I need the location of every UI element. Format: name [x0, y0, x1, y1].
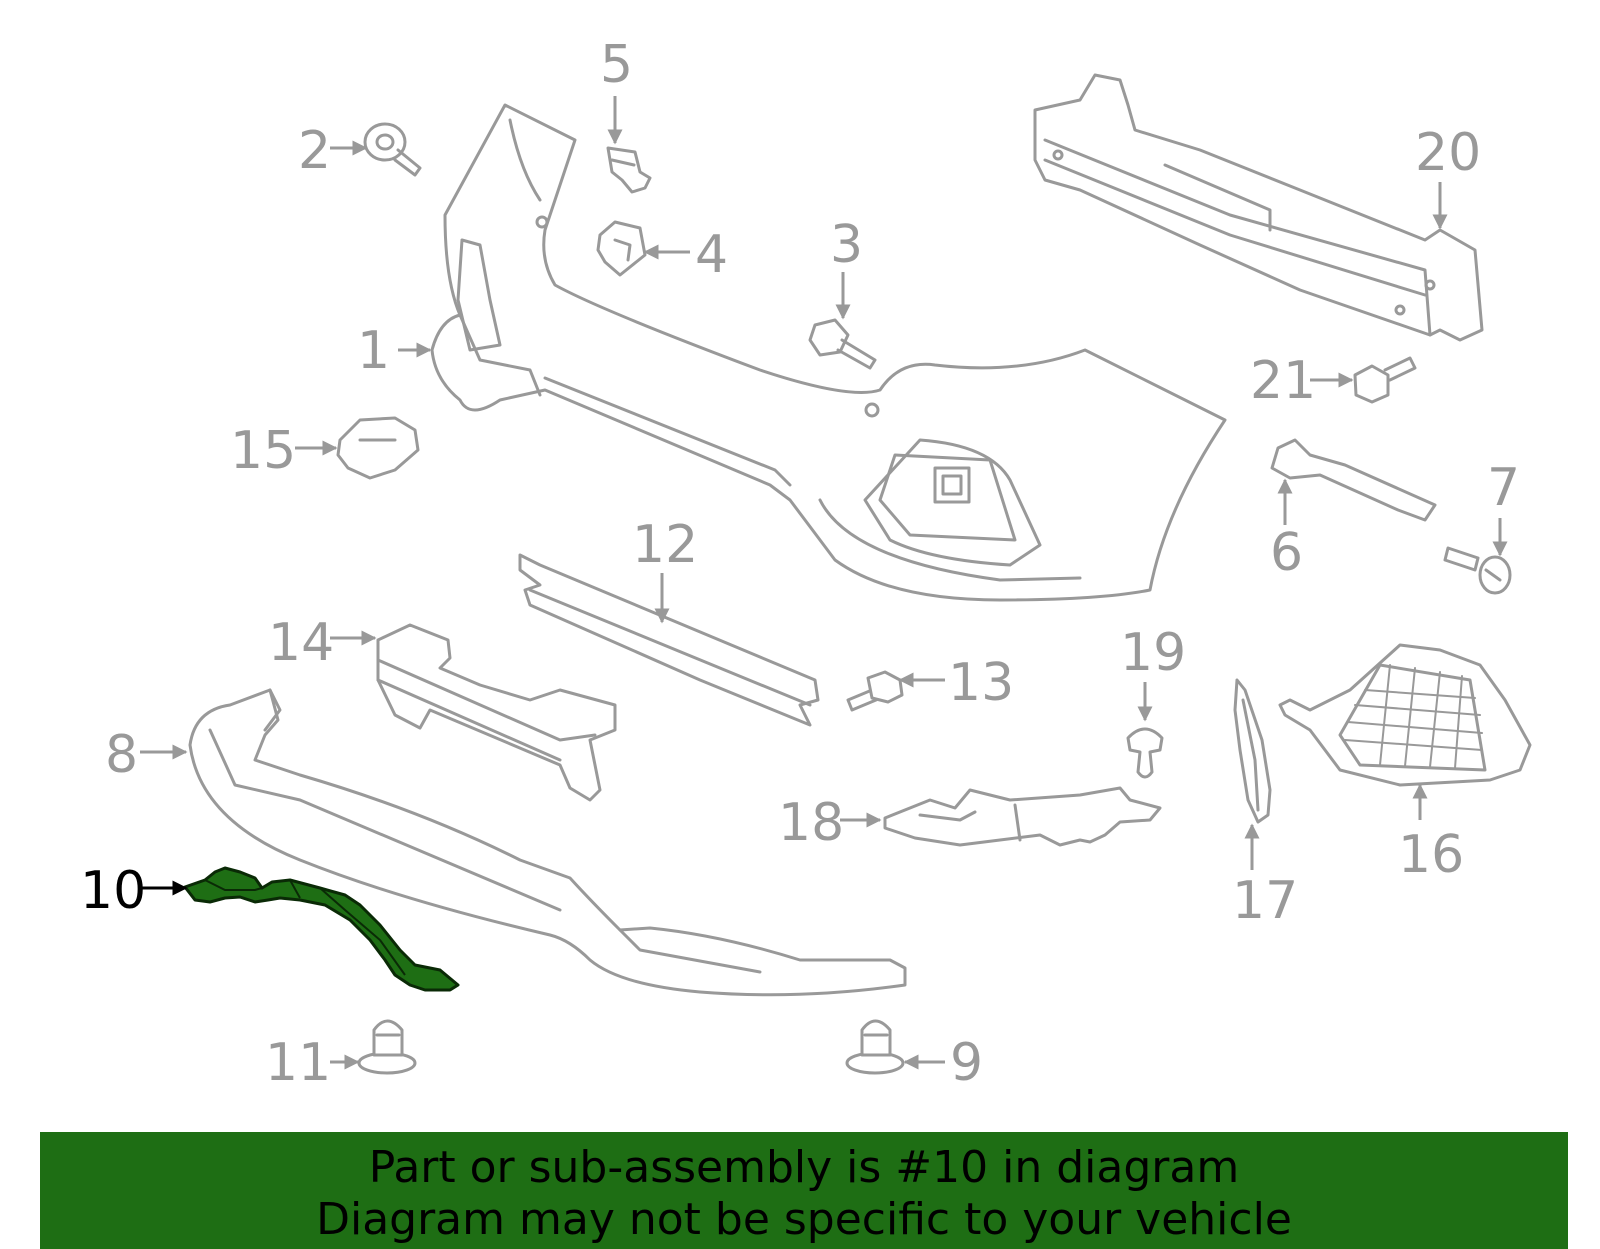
svg-text:4: 4 [695, 225, 728, 285]
part-13-bolt [846, 670, 904, 712]
part-14-bracket [376, 623, 617, 802]
svg-text:8: 8 [105, 725, 138, 785]
callout-15: 15 [230, 421, 338, 481]
callout-7: 7 [1487, 458, 1520, 557]
callout-19: 19 [1120, 623, 1186, 722]
svg-text:3: 3 [830, 215, 863, 275]
part-5-screw [606, 146, 652, 194]
callout-11: 11 [265, 1033, 360, 1093]
callout-10-highlighted: 10 [80, 861, 188, 921]
callout-17: 17 [1232, 823, 1298, 931]
callout-16: 16 [1398, 783, 1464, 885]
grille-mesh [1344, 664, 1483, 769]
part-2-grommet [363, 122, 422, 177]
callout-18: 18 [778, 793, 882, 853]
svg-text:1: 1 [357, 321, 390, 381]
svg-text:7: 7 [1487, 458, 1520, 518]
part-11-clip [357, 1019, 417, 1075]
svg-text:5: 5 [600, 35, 633, 95]
callout-5: 5 [600, 35, 633, 145]
callout-4: 4 [643, 225, 728, 285]
part-3-bolt [808, 318, 877, 370]
svg-text:6: 6 [1270, 523, 1303, 583]
part-18-bracket [883, 786, 1162, 847]
callout-20: 20 [1415, 123, 1481, 230]
svg-text:21: 21 [1250, 351, 1316, 411]
svg-text:13: 13 [948, 653, 1014, 713]
svg-text:10: 10 [80, 861, 146, 921]
info-banner: Part or sub-assembly is #10 in diagram D… [40, 1132, 1568, 1249]
part-17-trim-strip [1233, 678, 1272, 824]
svg-text:16: 16 [1398, 825, 1464, 885]
part-12-reinforcement-strip [518, 553, 820, 727]
callout-6: 6 [1270, 478, 1303, 583]
svg-text:2: 2 [298, 121, 331, 181]
part-21-bolt [1353, 356, 1417, 404]
part-20-reinforcement-beam [1033, 73, 1484, 342]
callout-12: 12 [632, 515, 698, 624]
svg-text:15: 15 [230, 421, 296, 481]
svg-text:20: 20 [1415, 123, 1481, 183]
svg-text:14: 14 [268, 613, 334, 673]
part-8-lower-valance [188, 688, 907, 997]
svg-text:9: 9 [950, 1033, 983, 1093]
callout-9: 9 [903, 1033, 983, 1093]
part-15-cover [336, 416, 420, 480]
part-10-highlighted-bracket [183, 866, 460, 992]
part-6-bracket [1270, 438, 1437, 522]
banner-line-1: Part or sub-assembly is #10 in diagram [368, 1142, 1240, 1193]
part-16-grille [1278, 643, 1532, 787]
callout-3: 3 [830, 215, 863, 320]
callout-2: 2 [298, 121, 368, 181]
svg-text:19: 19 [1120, 623, 1186, 683]
callout-13: 13 [898, 653, 1014, 713]
svg-text:18: 18 [778, 793, 844, 853]
svg-text:12: 12 [632, 515, 698, 575]
svg-text:17: 17 [1232, 871, 1298, 931]
banner-line-2: Diagram may not be specific to your vehi… [316, 1194, 1292, 1245]
callout-8: 8 [105, 725, 188, 785]
part-4-clip [596, 220, 647, 277]
part-9-clip [845, 1019, 905, 1075]
callout-1: 1 [357, 321, 432, 381]
svg-text:11: 11 [265, 1033, 331, 1093]
callout-21: 21 [1250, 351, 1354, 411]
part-7-rivet [1443, 546, 1512, 595]
part-19-clip [1126, 727, 1164, 779]
callout-14: 14 [268, 613, 377, 673]
part-1-bumper-cover [430, 103, 1227, 602]
